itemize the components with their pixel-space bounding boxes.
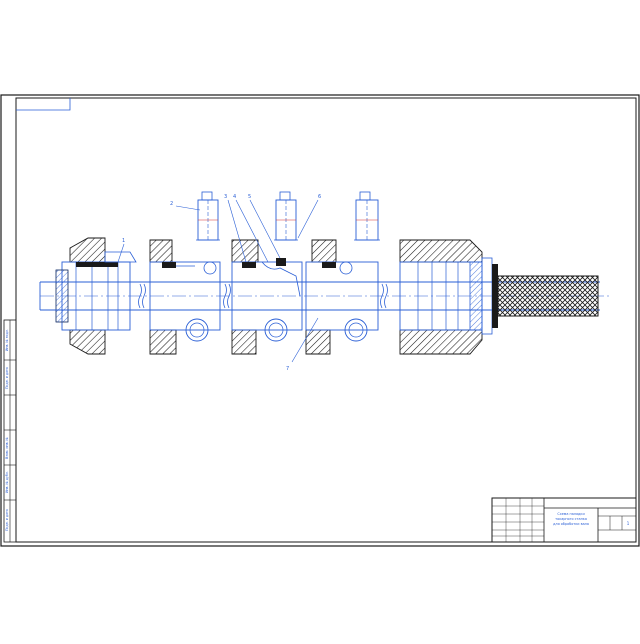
side-stamp-5: Подп. и дата	[5, 509, 9, 531]
guide-block-a	[149, 239, 221, 355]
callout-1: 1	[122, 238, 125, 244]
tool-holder-1	[196, 191, 220, 241]
title-line-1: Схема наладки	[557, 512, 584, 516]
guide-block-c	[305, 239, 379, 355]
left-chuck	[55, 237, 137, 355]
side-stamp-1: Инв. № подл.	[5, 329, 9, 351]
callout-7: 7	[286, 366, 289, 372]
title-line-2: токарного станка	[555, 517, 587, 521]
sheet-frame	[0, 94, 640, 547]
title-block: Схема наладки токарного станка для обраб…	[491, 497, 637, 543]
side-stamp: Инв. № подл. Подп. и дата Взам. инв. № И…	[3, 319, 17, 543]
tailstock	[399, 239, 599, 355]
tool-holder-3	[354, 191, 380, 241]
knurled-handle	[497, 275, 599, 317]
sheet-number: 1	[627, 521, 630, 526]
side-stamp-3: Взам. инв. №	[5, 437, 9, 459]
title-line-3: для обработки вала	[553, 522, 589, 526]
callout-5: 5	[248, 194, 251, 200]
callout-4: 4	[233, 194, 236, 200]
tool-holder-2	[274, 191, 298, 241]
callout-2: 2	[170, 201, 173, 207]
callout-3: 3	[224, 194, 227, 200]
callout-6: 6	[318, 194, 321, 200]
side-stamp-2: Подп. и дата	[5, 367, 9, 389]
side-stamp-4: Инв. № дубл.	[5, 471, 9, 493]
guide-block-b	[231, 239, 303, 355]
callouts: 2 3 4 5 6 1 7	[117, 194, 321, 372]
